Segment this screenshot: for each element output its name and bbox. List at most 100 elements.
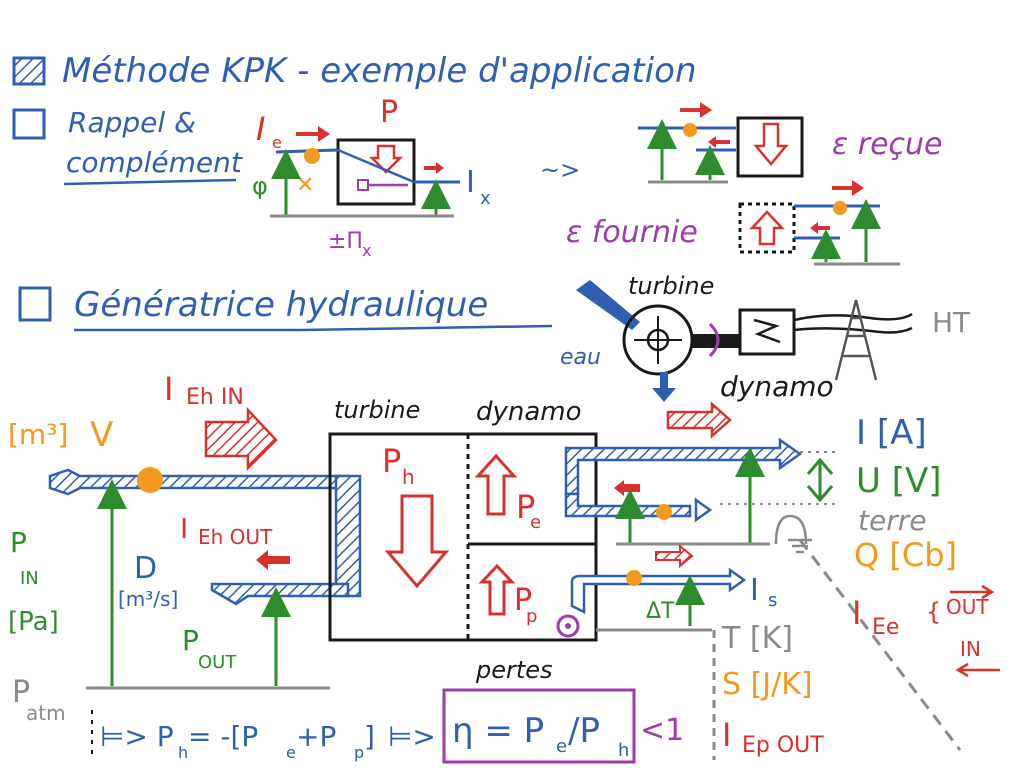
formula-pe-sub: e [286, 743, 296, 762]
legend-q: Q [Cb] [854, 536, 957, 574]
pout-label: P [182, 624, 199, 657]
unchecked-checkbox-icon [12, 108, 46, 140]
entropy-dot-icon [565, 623, 571, 629]
earth-wire [774, 514, 808, 545]
efficiency-lt-one: <1 [640, 713, 684, 748]
efficiency-pe-sub: e [556, 736, 567, 757]
cable-2 [793, 327, 881, 334]
ie-label: I [256, 110, 265, 148]
ie-sub: e [272, 133, 282, 152]
in-arrow-icon [955, 662, 1000, 678]
pe-label: P [516, 488, 535, 526]
pertes-label: pertes [475, 656, 553, 684]
turbine-schema: turbine eau dynamo HT [560, 272, 971, 403]
m3-label: [m³] [8, 418, 68, 451]
d-unit: [m³/s] [118, 587, 178, 611]
pe-sub: e [530, 512, 541, 533]
diagonal-line [337, 148, 415, 184]
fournie-flow-arrow-icon [832, 180, 864, 196]
ieh-in-label: I [164, 370, 173, 408]
formula-implies: ⊨> [388, 720, 436, 753]
legend-terre: terre [858, 504, 926, 537]
legend-iep: I [722, 716, 731, 754]
thermal-energy-arrow-icon [655, 543, 694, 569]
pp-sub: p [526, 606, 537, 627]
generatrice-underline-2 [299, 324, 553, 332]
orange-dot-icon [833, 201, 847, 215]
legend-s: S [J/K] [722, 667, 813, 702]
ix-label: I [466, 165, 475, 200]
dynamo-box [738, 308, 796, 356]
efficiency-formula: η = P [452, 711, 544, 751]
orange-dot-icon [137, 467, 163, 493]
ieh-out-label: I [180, 512, 188, 545]
cable-1 [793, 314, 871, 322]
dynamo-label: dynamo [720, 370, 834, 403]
red-return-arrow-icon [614, 480, 640, 496]
entropy-source-icon [556, 614, 580, 638]
formula-bracket: = -[P [188, 720, 258, 753]
ph-down-arrow-icon [384, 494, 450, 589]
legend-t: T [K] [721, 621, 793, 656]
turbine-label: turbine [628, 272, 714, 300]
phi-label: φ [252, 172, 268, 200]
ieh-in-sub: Eh IN [186, 385, 244, 410]
out-arrow-icon [950, 584, 995, 600]
orange-dot-icon [656, 504, 672, 520]
purple-square-icon [357, 179, 369, 191]
formula-ph: ⊨> P [100, 720, 174, 753]
lightning-icon [753, 318, 781, 344]
cross-icon: ✕ [296, 173, 314, 198]
fournie-box [738, 202, 796, 254]
machine-box [328, 432, 598, 642]
unchecked-checkbox-icon [18, 286, 52, 322]
formula-close-bracket: ] [364, 720, 375, 753]
ph-label: P [382, 442, 401, 480]
pin-sub: IN [20, 568, 39, 589]
shaft [692, 334, 740, 348]
recue-box [736, 116, 804, 178]
ie-arrow-icon [296, 126, 330, 142]
dt-label: ΔT [646, 599, 675, 624]
water-outlet-arrow-icon [652, 372, 676, 402]
fournie-return-arrow-icon [810, 222, 830, 234]
recue-label: ε reçue [832, 127, 943, 162]
main-diagram: [m³] V I Eh IN P IN [Pa] D [m³/s] I Eh O… [8, 370, 962, 764]
orange-dot-icon [304, 148, 320, 164]
fournie-label: ε fournie [566, 215, 698, 250]
turbine-col-label: turbine [334, 396, 420, 424]
orange-dot-icon [626, 570, 642, 586]
water-out-pipe [210, 582, 350, 606]
rappel-diagram: I e P ✕ I x φ ±Π x ~> ε reçue [252, 95, 943, 266]
recue-down-arrow-icon [753, 122, 789, 166]
legend-i: I [A] [856, 413, 927, 453]
pout-sub: OUT [198, 652, 237, 673]
v-label: V [90, 415, 113, 455]
rappel-line2: complément [66, 146, 243, 179]
legend: I [A] U [V] terre Q [Cb] I Ee { OUT IN T… [721, 413, 1000, 758]
legend-brace: { [926, 598, 941, 626]
energy-in-arrow-icon [204, 406, 278, 472]
patm-label: P [12, 675, 30, 710]
orange-dot-icon [683, 123, 697, 137]
electric-energy-arrow-icon [666, 401, 732, 439]
formula-ph-sub: h [178, 743, 188, 762]
pi-label: ±Π [328, 229, 363, 254]
electric-out-pipe [564, 437, 803, 496]
small-red-arrow-icon [424, 162, 444, 174]
pi-sub: x [362, 241, 371, 260]
ix-sub: x [480, 188, 491, 209]
pylon-icon [834, 299, 878, 381]
legend-out: OUT [946, 595, 989, 619]
efficiency-ph-sub: h [618, 740, 629, 761]
ht-label: HT [932, 306, 971, 339]
pin-label: P [10, 526, 27, 559]
pe-up-arrow-icon [474, 453, 518, 516]
transition-arrow: ~> [540, 156, 580, 184]
power-down-arrow-icon [368, 144, 404, 174]
dynamo-col-label: dynamo [476, 397, 582, 427]
rappel-line1: Rappel & [68, 106, 196, 139]
ph-sub: h [402, 465, 415, 489]
rotation-arrow-icon [708, 322, 720, 358]
